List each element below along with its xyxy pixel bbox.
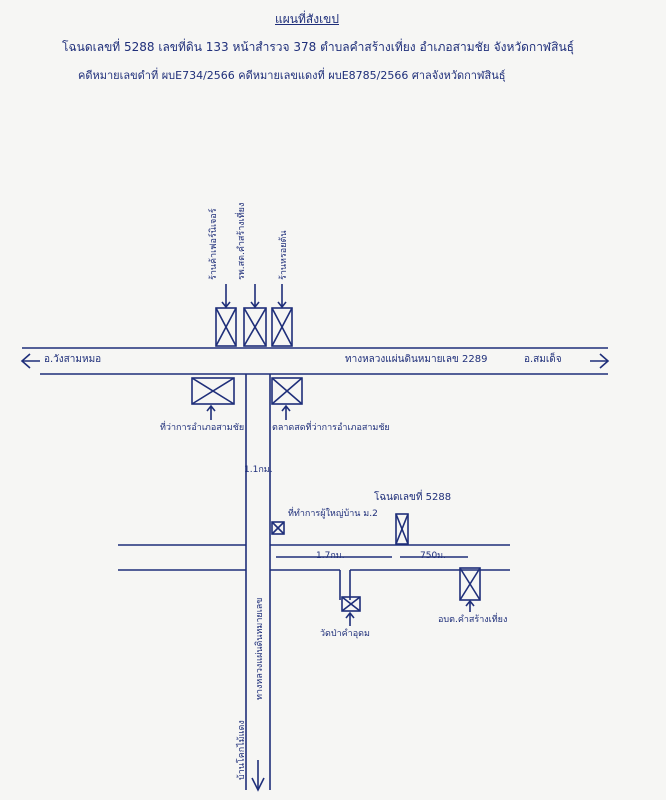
label-temple: วัดป่าคำอุดม — [320, 629, 370, 639]
label-side-road: ทางหลวงแผ่นดินหมายเลข — [255, 597, 265, 700]
right-arrow-icon — [599, 353, 610, 369]
label-health-center: รพ.สต.คำสร้างเที่ยง — [237, 202, 247, 280]
map-title: แผนที่สังเขป — [275, 12, 339, 26]
label-market: ตลาดสดที่ว่าการอำเภอสามชัย — [272, 423, 390, 433]
left-arrow-icon — [20, 353, 31, 369]
arrow-icon — [206, 404, 216, 420]
label-tao: อบต.คำสร้างเที่ยง — [438, 615, 508, 625]
left-destination: อ.วังสามหมอ — [44, 354, 102, 365]
temple-building — [341, 596, 361, 612]
building-village-office — [271, 521, 285, 535]
arrow-icon — [281, 404, 291, 420]
distance-3: 750ม. — [420, 551, 446, 561]
deed-info-line: โฉนดเลขที่ 5288 เลขที่ดิน 133 หน้าสำรวจ … — [62, 40, 574, 54]
case-info-line: คดีหมายเลขดำที่ ผบE734/2566 คดีหมายเลขแด… — [78, 69, 506, 82]
building-district-office — [191, 377, 235, 405]
label-bottom-destination: บ้านโคกไม้แดง — [237, 720, 247, 780]
arrow-icon — [221, 284, 231, 309]
label-furniture-shop: ร้านค้าเฟอร์นิเจอร์ — [209, 208, 219, 280]
right-destination: อ.สมเด็จ — [524, 354, 562, 365]
distance-1: 1.1กม. — [244, 465, 273, 475]
label-plot: โฉนดเลขที่ 5288 — [374, 492, 452, 503]
label-village-office: ที่ทำการผู้ใหญ่บ้าน ม.2 — [288, 509, 378, 519]
arrow-icon — [465, 599, 475, 612]
label-shop: ร้านหรอยต้น — [279, 230, 289, 280]
plot-5288-marker — [395, 513, 409, 545]
building-market — [271, 377, 303, 405]
label-district-office: ที่ว่าการอำเภอสามชัย — [160, 423, 245, 433]
main-road-name: ทางหลวงแผ่นดินหมายเลข 2289 — [345, 354, 488, 365]
arrow-icon — [345, 611, 355, 626]
arrow-icon — [277, 284, 287, 309]
arrow-icon — [250, 284, 260, 309]
distance-2: 1.7กม. — [316, 551, 345, 561]
